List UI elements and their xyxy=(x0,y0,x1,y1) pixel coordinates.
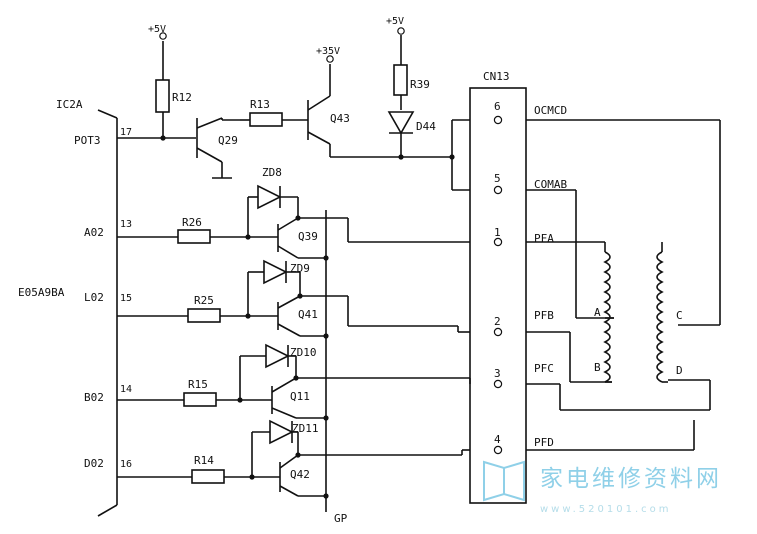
coil-tap-c: C xyxy=(676,309,683,322)
label-q29: Q29 xyxy=(218,134,238,147)
coil-tap-d: D xyxy=(676,364,683,377)
pin-num-17: 17 xyxy=(120,127,132,138)
label-r13: R13 xyxy=(250,98,270,111)
coil-ab xyxy=(603,251,614,383)
supply-5v-b: +5V xyxy=(386,16,404,27)
signal-pfd: PFD xyxy=(534,436,554,449)
label-q41: Q41 xyxy=(298,308,318,321)
label-zd11: ZD11 xyxy=(292,422,319,435)
supply-35v: +35V xyxy=(316,46,340,57)
pin-num-15: 15 xyxy=(120,293,132,304)
cn13-pin2-num: 2 xyxy=(494,315,501,328)
zener-zd11 xyxy=(269,419,294,445)
q43-net xyxy=(240,55,455,160)
stage-d02 xyxy=(117,419,470,497)
label-q43: Q43 xyxy=(330,112,350,125)
diode-d44 xyxy=(387,111,415,135)
label-r15: R15 xyxy=(188,378,208,391)
label-r14: R14 xyxy=(194,454,214,467)
stage-a02 xyxy=(117,184,470,259)
watermark-text: 家电维修资料网 xyxy=(540,466,722,492)
signal-ocmcd: OCMCD xyxy=(534,104,567,117)
coil-tap-b: B xyxy=(594,361,601,374)
label-r12: R12 xyxy=(172,91,192,104)
label-d44: D44 xyxy=(416,120,436,133)
pot3-net xyxy=(117,32,240,179)
label-r25: R25 xyxy=(194,294,214,307)
label-gp: GP xyxy=(334,512,348,525)
pin-name-d02: D02 xyxy=(84,457,104,470)
label-zd9: ZD9 xyxy=(290,262,310,275)
pin-num-16: 16 xyxy=(120,459,132,470)
connector-cn13 xyxy=(469,87,527,504)
ic-boundary xyxy=(97,109,118,517)
cn13-pin3-num: 3 xyxy=(494,367,501,380)
stage-b02 xyxy=(117,343,471,419)
coil-cd xyxy=(656,242,668,383)
d44-net xyxy=(387,27,415,157)
label-q11: Q11 xyxy=(290,390,310,403)
cn13-pin-4 xyxy=(493,445,503,455)
resistor-r15 xyxy=(183,392,217,407)
zener-zd9 xyxy=(263,259,288,285)
cn13-pin-5 xyxy=(493,185,503,195)
cn13-pin5-num: 5 xyxy=(494,172,501,185)
label-q42: Q42 xyxy=(290,468,310,481)
pin-name-pot3: POT3 xyxy=(74,134,101,147)
cn13-pin-1 xyxy=(493,237,503,247)
label-zd10: ZD10 xyxy=(290,346,317,359)
resistor-r39 xyxy=(393,64,408,96)
cn13-left-wires xyxy=(451,119,470,191)
signal-pfa: PFA xyxy=(534,232,554,245)
cn13-pin6-num: 6 xyxy=(494,100,501,113)
cn13-pin1-num: 1 xyxy=(494,226,501,239)
resistor-r26 xyxy=(177,229,211,244)
cn13-right-wires xyxy=(526,119,721,451)
cn13-pin-2 xyxy=(493,327,503,337)
resistor-r13 xyxy=(249,112,283,127)
label-r39: R39 xyxy=(410,78,430,91)
cn13-pin-3 xyxy=(493,379,503,389)
resistor-r12 xyxy=(155,79,170,113)
connector-name: CN13 xyxy=(483,70,510,83)
watermark-logo xyxy=(483,460,525,502)
cn13-pin4-num: 4 xyxy=(494,433,501,446)
pin-name-l02: L02 xyxy=(84,291,104,304)
watermark-url: www.520101.com xyxy=(540,504,672,515)
pin-name-b02: B02 xyxy=(84,391,104,404)
zener-zd8 xyxy=(257,184,282,210)
ic-part-label: E05A9BA xyxy=(18,286,65,299)
pin-num-14: 14 xyxy=(120,384,132,395)
label-r26: R26 xyxy=(182,216,202,229)
zener-zd10 xyxy=(265,343,290,369)
signal-pfc: PFC xyxy=(534,362,554,375)
stage-l02 xyxy=(117,259,470,337)
pin-name-a02: A02 xyxy=(84,226,104,239)
label-zd8: ZD8 xyxy=(262,166,282,179)
pin-num-13: 13 xyxy=(120,219,132,230)
supply-5v-a: +5V xyxy=(148,24,166,35)
signal-pfb: PFB xyxy=(534,309,554,322)
resistor-r25 xyxy=(187,308,221,323)
cn13-pin-6 xyxy=(493,115,503,125)
resistor-r14 xyxy=(191,469,225,484)
coil-tap-a: A xyxy=(594,306,601,319)
label-q39: Q39 xyxy=(298,230,318,243)
cn13-pins xyxy=(493,115,503,455)
signal-comab: COMAB xyxy=(534,178,567,191)
ic-ref-label: IC2A xyxy=(56,98,83,111)
